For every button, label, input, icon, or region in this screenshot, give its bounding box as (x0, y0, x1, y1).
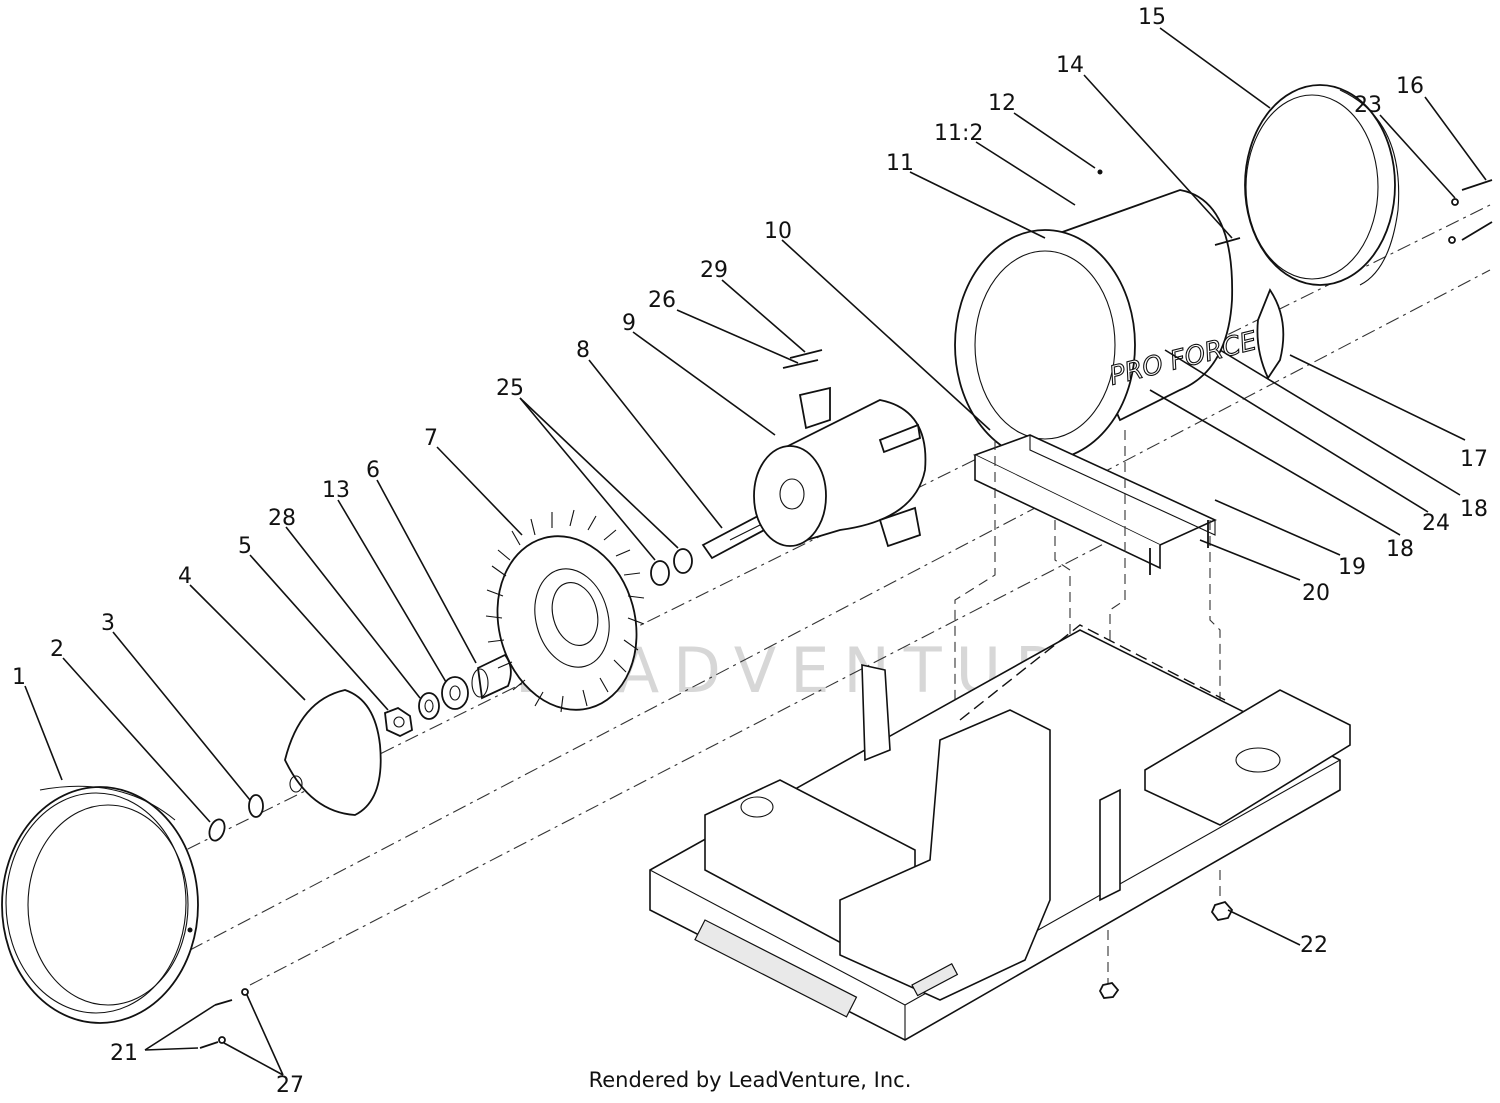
small-part-29 (789, 349, 823, 359)
washers-part-27 (218, 988, 249, 1044)
impeller-fan-part-7 (485, 509, 645, 713)
washer-part-28 (418, 692, 440, 720)
shim-washers-part-25 (650, 548, 693, 586)
retaining-ring-part-2 (208, 818, 226, 842)
callout-6: 6 (366, 458, 380, 483)
nose-cone-part-4 (284, 689, 382, 816)
washers-part-23 (1448, 198, 1459, 244)
callout-8: 8 (576, 338, 590, 363)
lock-nut-part-5 (384, 706, 413, 737)
callout-labels: 1 2 3 4 5 28 13 6 7 25 8 9 26 29 10 11 1… (12, 5, 1488, 1098)
callout-11: 11 (886, 151, 914, 176)
screw-part-14 (1214, 237, 1241, 246)
callout-3: 3 (101, 611, 115, 636)
callout-12: 12 (988, 91, 1016, 116)
retaining-ring-part-3 (248, 794, 264, 818)
nut-part-22 (1098, 900, 1234, 999)
callout-1: 1 (12, 665, 26, 690)
callout-7: 7 (424, 426, 438, 451)
callout-24: 24 (1422, 511, 1450, 536)
callout-9: 9 (622, 311, 636, 336)
callout-5: 5 (238, 534, 252, 559)
washer-part-13 (441, 676, 469, 710)
callout-4: 4 (178, 564, 192, 589)
render-credit-footer: Rendered by LeadVenture, Inc. (588, 1068, 912, 1092)
mounting-bracket-part-19 (972, 434, 1217, 570)
callout-10: 10 (764, 219, 792, 244)
motor-part-9 (753, 386, 927, 548)
screws-part-16 (1461, 179, 1493, 241)
callout-22: 22 (1300, 933, 1328, 958)
callout-20: 20 (1302, 581, 1330, 606)
chassis-frame (649, 624, 1351, 1041)
seal-strip-part-17 (1256, 288, 1285, 380)
callout-13: 13 (322, 478, 350, 503)
rear-ring-part-15 (1244, 84, 1400, 286)
callout-21: 21 (110, 1041, 138, 1066)
callout-16: 16 (1396, 74, 1424, 99)
callout-26: 26 (648, 288, 676, 313)
callout-17: 17 (1460, 447, 1488, 472)
callout-18-a: 18 (1460, 497, 1488, 522)
callout-28: 28 (268, 506, 296, 531)
screws-part-21 (199, 999, 233, 1049)
callout-27: 27 (276, 1073, 304, 1098)
small-part-26 (782, 359, 819, 369)
callout-23: 23 (1354, 93, 1382, 118)
callout-15: 15 (1138, 5, 1166, 30)
callout-11-2: 11:2 (934, 121, 983, 146)
callout-25: 25 (496, 376, 524, 401)
callout-19: 19 (1338, 555, 1366, 580)
outlet-ring-part-1 (1, 785, 199, 1024)
callout-18-b: 18 (1386, 537, 1414, 562)
fan-housing-part-11: PRO FORCE (954, 169, 1261, 461)
leader-lines (24, 27, 1487, 1076)
callout-29: 29 (700, 258, 728, 283)
callout-2: 2 (50, 637, 64, 662)
callout-14: 14 (1056, 53, 1084, 78)
